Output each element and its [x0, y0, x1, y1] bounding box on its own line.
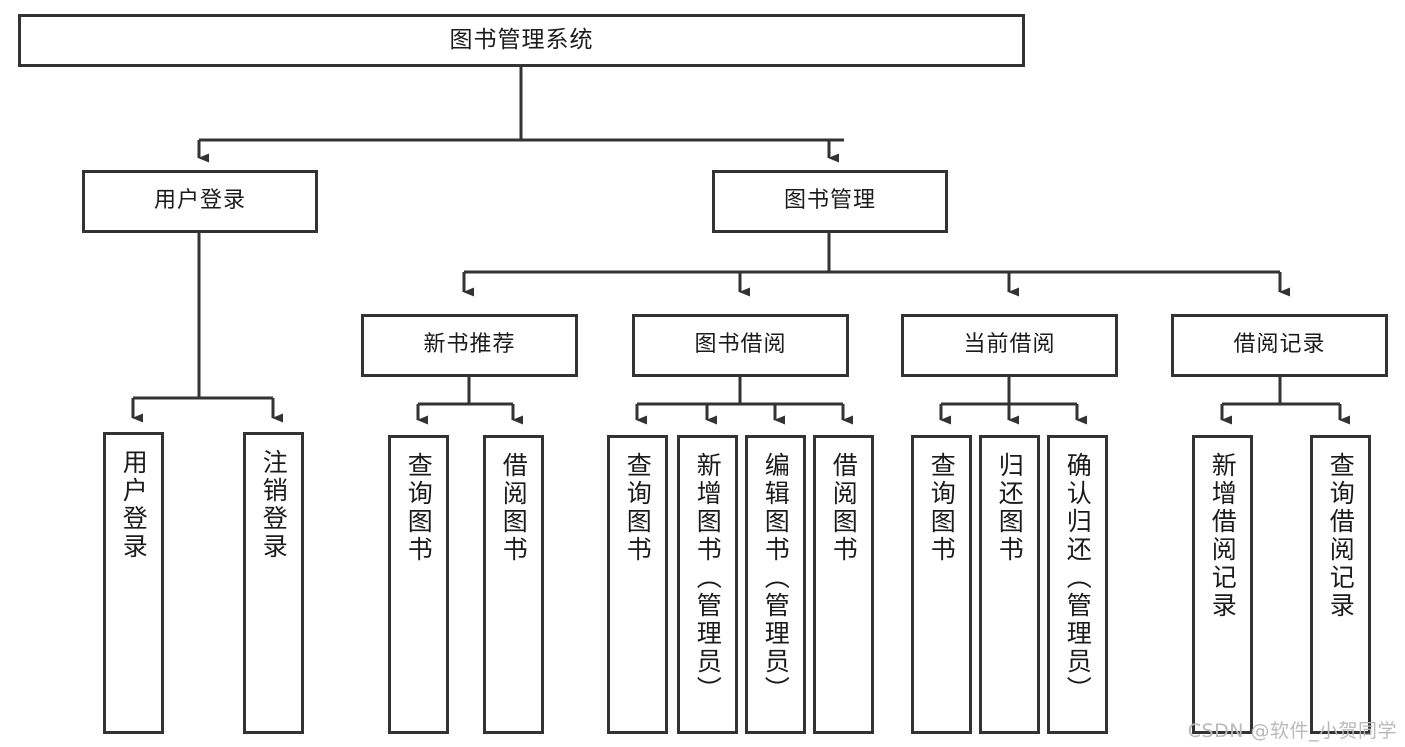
- leaf-user-login-label: 用户登录: [119, 449, 149, 561]
- leaf-add-record[interactable]: 新增借阅记录: [1192, 435, 1253, 734]
- node-new-book-recommend-label: 新书推荐: [423, 332, 516, 358]
- leaf-query-book-1-label: 查询图书: [404, 452, 434, 564]
- leaf-query-book-2[interactable]: 查询图书: [607, 435, 668, 734]
- leaf-logout[interactable]: 注销登录: [243, 432, 304, 734]
- leaf-query-book-3-label: 查询图书: [927, 452, 957, 564]
- leaf-edit-book-label: 编辑图书（管理员）: [761, 452, 791, 704]
- node-user-login-label: 用户登录: [153, 188, 246, 214]
- leaf-add-record-label: 新增借阅记录: [1208, 452, 1238, 620]
- node-user-login[interactable]: 用户登录: [82, 170, 318, 233]
- node-current-borrow[interactable]: 当前借阅: [901, 314, 1118, 377]
- leaf-return-book-label: 归还图书: [995, 452, 1025, 564]
- leaf-add-book-label: 新增图书（管理员）: [693, 452, 723, 704]
- leaf-edit-book[interactable]: 编辑图书（管理员）: [745, 435, 806, 734]
- leaf-user-login[interactable]: 用户登录: [103, 432, 164, 734]
- node-root[interactable]: 图书管理系统: [18, 14, 1025, 67]
- leaf-borrow-book-2-label: 借阅图书: [829, 452, 859, 564]
- node-root-label: 图书管理系统: [449, 26, 594, 53]
- leaf-query-record[interactable]: 查询借阅记录: [1310, 435, 1371, 734]
- node-book-borrow-label: 图书借阅: [694, 332, 787, 358]
- node-current-borrow-label: 当前借阅: [963, 332, 1056, 358]
- node-book-manage-label: 图书管理: [783, 188, 876, 214]
- leaf-add-book[interactable]: 新增图书（管理员）: [677, 435, 738, 734]
- leaf-borrow-book-1-label: 借阅图书: [499, 452, 529, 564]
- leaf-confirm-return-label: 确认归还（管理员）: [1063, 452, 1093, 704]
- leaf-logout-label: 注销登录: [259, 449, 289, 561]
- node-book-manage[interactable]: 图书管理: [712, 170, 948, 233]
- node-borrow-record[interactable]: 借阅记录: [1171, 314, 1388, 377]
- leaf-query-book-2-label: 查询图书: [623, 452, 653, 564]
- leaf-query-record-label: 查询借阅记录: [1326, 452, 1356, 620]
- watermark: CSDN @软件_小贺同学: [1187, 720, 1397, 742]
- leaf-confirm-return[interactable]: 确认归还（管理员）: [1047, 435, 1108, 734]
- leaf-return-book[interactable]: 归还图书: [979, 435, 1040, 734]
- leaf-borrow-book-2[interactable]: 借阅图书: [813, 435, 874, 734]
- leaf-query-book-3[interactable]: 查询图书: [911, 435, 972, 734]
- leaf-borrow-book-1[interactable]: 借阅图书: [483, 435, 544, 734]
- node-borrow-record-label: 借阅记录: [1233, 332, 1326, 358]
- leaf-query-book-1[interactable]: 查询图书: [388, 435, 449, 734]
- node-book-borrow[interactable]: 图书借阅: [632, 314, 849, 377]
- node-new-book-recommend[interactable]: 新书推荐: [361, 314, 578, 377]
